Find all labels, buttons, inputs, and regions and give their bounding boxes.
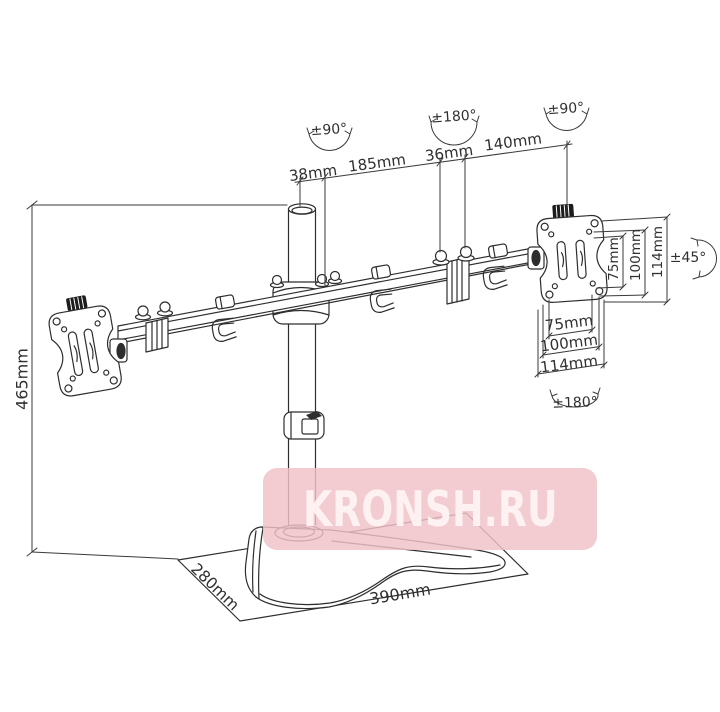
- watermark-text: KRONSH.RU: [302, 480, 558, 538]
- angle-plate-rotate-label: ±180°: [552, 394, 598, 412]
- dim-v100mm-label: 100mm: [628, 228, 644, 282]
- pole-cable-clip: [283, 411, 325, 440]
- dim-v114mm-label: 114mm: [650, 225, 666, 279]
- dim-v75mm-label: 75mm: [606, 237, 622, 281]
- cable-saddle-clips: [214, 243, 509, 310]
- angle-arm-swivel-label: ±90°: [547, 99, 585, 119]
- angle-center-rotate-label: ±180°: [430, 107, 478, 127]
- arm-clamp-right: [432, 245, 475, 305]
- cable-c-clips: [211, 265, 508, 342]
- dim-465mm-label: 465mm: [12, 348, 32, 410]
- arm-clamp-left: [134, 301, 174, 353]
- vesa-plate-left: [48, 295, 122, 397]
- ball-joint-right: [527, 246, 545, 270]
- angle-tilt-label: ±45°: [669, 250, 707, 266]
- angle-pole-swivel-label: ±90°: [310, 120, 348, 140]
- ball-joint-left: [109, 338, 128, 363]
- watermark-badge: KRONSH.RU: [263, 468, 597, 550]
- dimension-lines: [26, 107, 718, 560]
- pole-clamp-bolts: [269, 270, 343, 289]
- vesa-plate-right: [536, 203, 608, 303]
